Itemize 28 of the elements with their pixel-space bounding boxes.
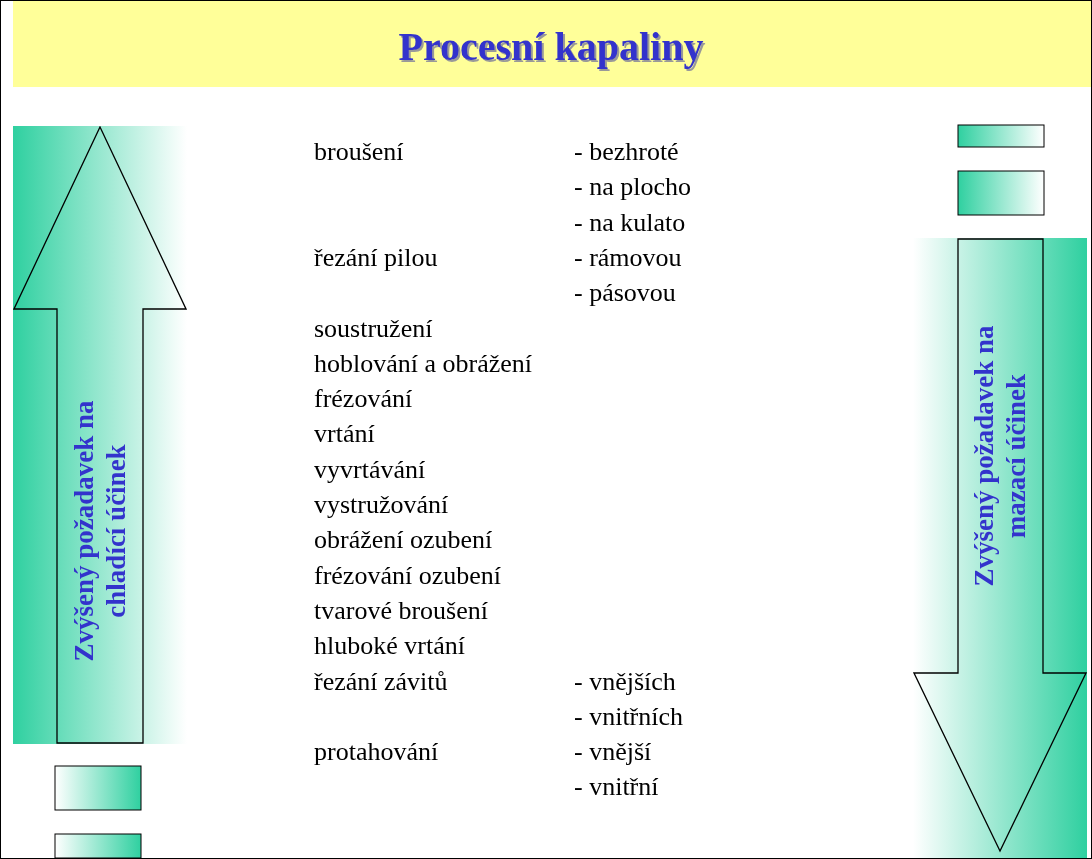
process-variant: - vnitřní [574, 772, 659, 803]
process-name: hluboké vrtání [314, 631, 465, 662]
process-name: hoblování a obrážení [314, 348, 533, 379]
arrow-label: Zvýšený požadavek na chladící účinek [68, 399, 132, 664]
process-variant: - vnitřních [574, 701, 684, 732]
process-variant: - bezhroté [574, 137, 679, 167]
process-name: řezání závitů [314, 666, 448, 697]
process-variant: - rámovou [574, 242, 682, 273]
process-name: vrtání [314, 419, 375, 450]
down-arrow [913, 238, 1087, 858]
arrow-label: Zvýšený požadavek na mazací účinek [968, 324, 1032, 589]
process-variant: - vnější [574, 737, 652, 768]
process-variant: - na kulato [574, 207, 686, 238]
process-name: vyvrtávání [314, 454, 426, 485]
process-variant: - vnějších [574, 666, 676, 697]
process-name: vystružování [314, 490, 449, 520]
process-name: tvarové broušení [314, 595, 488, 626]
process-name: soustružení [314, 313, 433, 344]
title: Procesní kapaliny [397, 23, 705, 71]
process-name: protahování [314, 737, 439, 768]
process-name: obrážení ozubení [314, 525, 493, 556]
up-arrow [13, 126, 187, 744]
process-name: broušení [314, 137, 404, 167]
process-name: frézování [314, 384, 413, 415]
process-variant: - pásovou [574, 278, 676, 309]
process-variant: - na plocho [574, 172, 691, 203]
process-name: frézování ozubení [314, 560, 501, 591]
process-name: řezání pilou [314, 242, 438, 273]
